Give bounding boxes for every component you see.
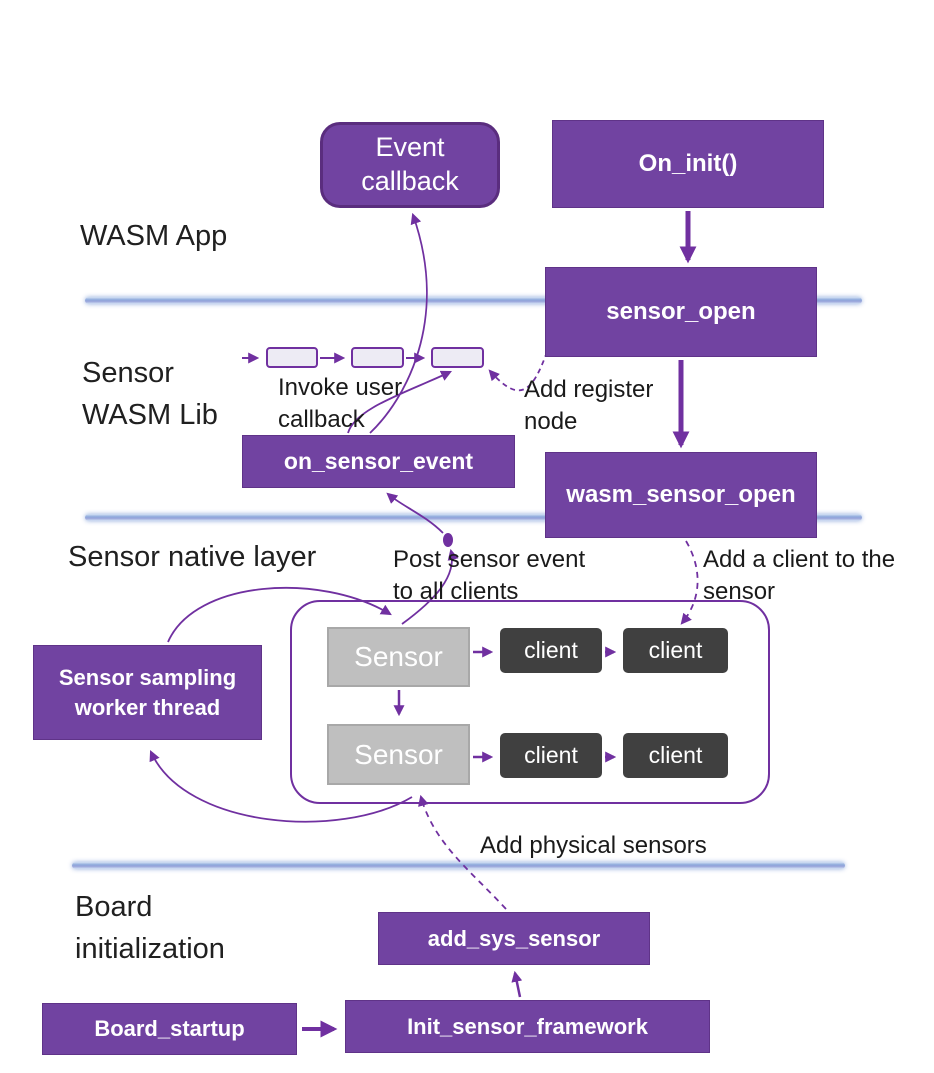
curve-onsensorevent-to-eventcallback: [369, 212, 428, 434]
sensor-registry-container: [290, 600, 770, 804]
register-node-1: [266, 347, 318, 368]
sensor-box-2: Sensor: [327, 724, 470, 785]
curve-junction-to-onsensorevent: [386, 492, 444, 534]
init-sensor-framework-box: Init_sensor_framework: [345, 1000, 710, 1053]
sensor-box-1: Sensor: [327, 627, 470, 687]
curve-sensors-to-worker: [149, 749, 413, 823]
label-sensor-wasm-lib: Sensor WASM Lib: [82, 357, 218, 432]
note-add-physical-sensors: Add physical sensors: [480, 832, 707, 859]
client-box-2: client: [623, 628, 728, 673]
curve-onsensorevent-to-listnode: [347, 370, 452, 434]
divider-board: [72, 862, 845, 869]
arrow-initframework-to-addsyssensor: [511, 970, 523, 998]
client-box-3: client: [500, 733, 602, 778]
on-sensor-event-box: on_sensor_event: [242, 435, 515, 488]
dashed-sensoropen-to-registernode: [488, 351, 548, 392]
curve-sensor-to-junction: [401, 548, 459, 625]
register-node-3: [431, 347, 484, 368]
event-callback-box: Event callback: [320, 122, 500, 208]
add-sys-sensor-box: add_sys_sensor: [378, 912, 650, 965]
label-wasm-app: WASM App: [80, 220, 228, 252]
note-post-sensor-event: Post sensor event to all clients: [393, 546, 586, 606]
sensor-sampling-worker-thread-box: Sensor sampling worker thread: [33, 645, 262, 740]
client-box-4: client: [623, 733, 728, 778]
wasm-sensor-open-box: wasm_sensor_open: [545, 452, 817, 538]
label-board-initialization: Board initialization: [75, 891, 225, 966]
note-add-register-node: Add register node: [524, 376, 654, 436]
dashed-wasmopen-to-client: [680, 540, 699, 625]
divider-wasm-app: [85, 297, 862, 304]
register-node-2: [351, 347, 404, 368]
dashed-addsyssensor-to-sensors: [418, 794, 507, 910]
sensor-open-box: sensor_open: [545, 267, 817, 357]
board-startup-box: Board_startup: [42, 1003, 297, 1055]
note-invoke-user-callback: Invoke user callback: [278, 374, 403, 434]
on-init-box: On_init(): [552, 120, 824, 208]
note-add-client-to-sensor: Add a client to the sensor: [703, 546, 896, 606]
divider-wasm-lib: [85, 514, 862, 521]
label-sensor-native-layer: Sensor native layer: [68, 541, 317, 573]
junction-dot: [443, 533, 453, 547]
client-box-1: client: [500, 628, 602, 673]
